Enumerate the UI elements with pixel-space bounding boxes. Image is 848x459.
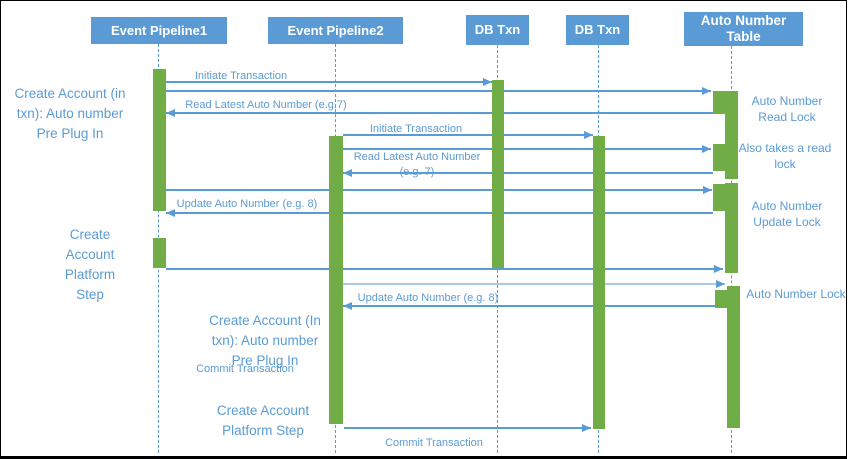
- note-create-account-pre-plugin-mid: Create Account (In txn): Auto number Pre…: [209, 313, 321, 368]
- msg-initiate-transaction-1-label: Initiate Transaction: [194, 70, 288, 82]
- activation-antable-readlock1: [713, 91, 725, 114]
- msg-initiate-transaction-1: [166, 81, 492, 83]
- msg-update-request-1: [166, 189, 712, 191]
- msg-initiate-transaction-2: [343, 134, 593, 136]
- msg-initiate-transaction-2-arrowhead: [584, 131, 593, 139]
- note-auto-number-update-lock: Auto Number Update Lock: [751, 199, 823, 229]
- msg-update-request-2-arrowhead: [716, 280, 725, 288]
- note-auto-number-read-lock: Auto Number Read Lock: [751, 94, 823, 124]
- note-also-takes-read-lock: Also takes a read lock: [738, 141, 832, 171]
- msg-update-auto-number-2: [343, 305, 715, 307]
- msg-commit-to-antable-arrowhead: [714, 265, 723, 273]
- msg-read-latest-auto-number-1-arrowhead: [166, 109, 175, 117]
- note-create-account-platform-step-mid: Create Account Platform Step: [216, 403, 310, 438]
- activation-antable-readlock2: [713, 144, 725, 171]
- activation-antable-main3: [727, 286, 740, 428]
- actor-header-auto-number-table: Auto Number Table: [684, 12, 803, 46]
- activation-ep1-txn: [153, 69, 166, 211]
- msg-commit-transaction-2: [344, 427, 591, 429]
- msg-commit-transaction-2-arrowhead: [582, 424, 591, 432]
- activation-ep2-txn: [329, 136, 343, 424]
- actor-header-event-pipeline2: Event Pipeline2: [268, 17, 403, 44]
- msg-read-latest-auto-number-1-label: Read Latest Auto Number (e.g.7): [185, 99, 347, 111]
- msg-update-auto-number-1-arrowhead: [166, 209, 175, 217]
- msg-read-request-1-arrowhead: [702, 87, 711, 95]
- note-create-account-pre-plugin-left: Create Account (in txn): Auto number Pre…: [14, 86, 126, 141]
- actor-header-event-pipeline1: Event Pipeline1: [91, 17, 227, 44]
- msg-read-request-2-arrowhead: [702, 145, 711, 153]
- note-auto-number-lock: Auto Number Lock: [746, 287, 846, 301]
- msg-read-latest-auto-number-2: [343, 172, 713, 174]
- activation-antable-main1: [725, 91, 738, 179]
- msg-initiate-transaction-2-label: Initiate Transaction: [369, 123, 463, 135]
- msg-read-latest-auto-number-2-arrowhead: [343, 169, 352, 177]
- activation-db2: [593, 136, 605, 429]
- msg-update-auto-number-1-label: Update Auto Number (e.g. 8): [176, 198, 318, 210]
- msg-commit-transaction-2-label: Commit Transaction: [385, 437, 483, 449]
- msg-update-auto-number-1: [166, 212, 713, 214]
- msg-read-latest-auto-number-1: [166, 112, 713, 114]
- note-commit-transaction-mid: Commit Transaction: [196, 363, 294, 375]
- msg-read-latest-auto-number-2-label: Read Latest Auto Number (e.g. 7): [353, 151, 481, 178]
- msg-commit-to-antable: [166, 268, 723, 270]
- msg-update-request-2: [343, 283, 725, 285]
- activation-antable-lock: [715, 290, 727, 308]
- activation-db1: [492, 80, 504, 268]
- msg-update-auto-number-2-label: Update Auto Number (e.g. 8): [357, 292, 499, 304]
- msg-read-request-2: [343, 148, 711, 150]
- activation-ep1-platform: [153, 238, 166, 268]
- actor-header-db-txn-1: DB Txn: [466, 15, 529, 45]
- activation-antable-main2: [725, 183, 738, 273]
- msg-update-request-1-arrowhead: [703, 186, 712, 194]
- msg-initiate-transaction-1-arrowhead: [483, 78, 492, 86]
- msg-update-auto-number-2-arrowhead: [343, 302, 352, 310]
- note-create-account-platform-step-left: Create Account Platform Step: [64, 227, 116, 302]
- actor-header-db-txn-2: DB Txn: [566, 15, 629, 45]
- msg-read-request-1: [166, 90, 711, 92]
- activation-antable-updatelock: [713, 184, 725, 211]
